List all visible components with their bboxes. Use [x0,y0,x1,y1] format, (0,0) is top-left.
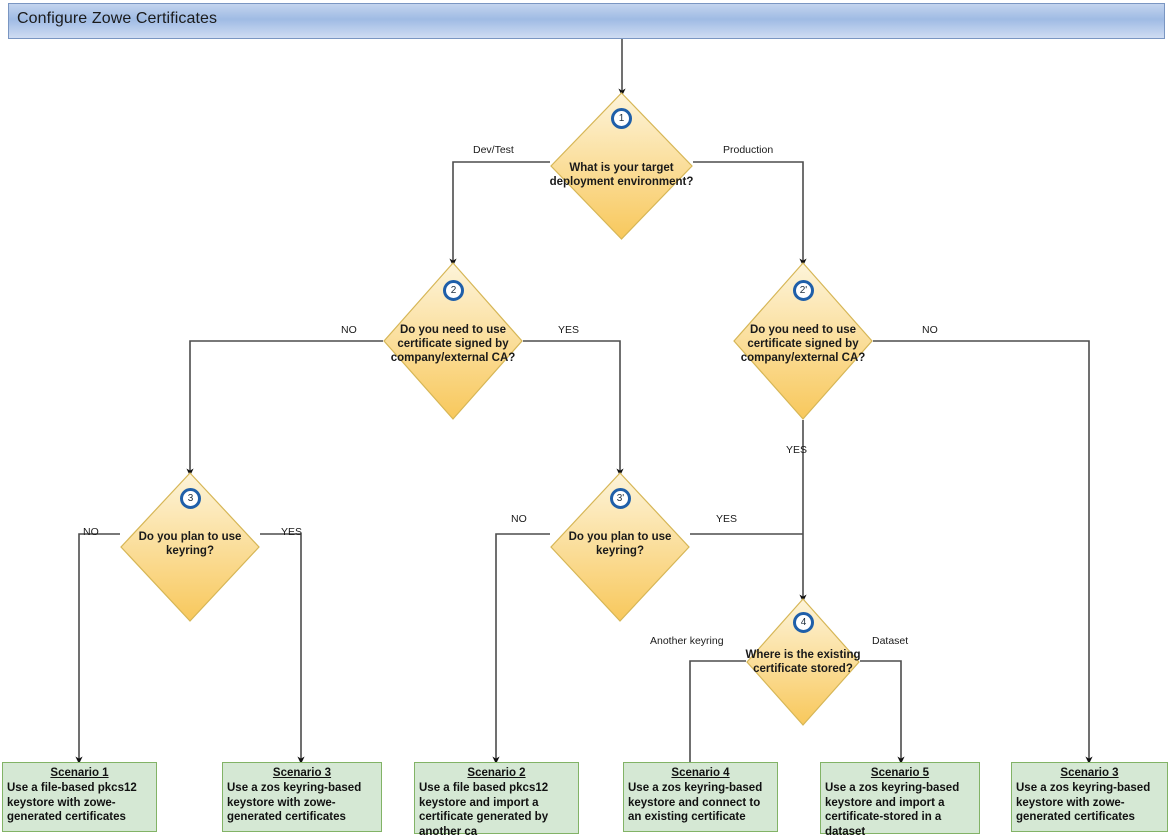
diamond-shape [550,92,693,240]
decision-use-keyring-devtest[interactable]: 3 Do you plan to use keyring? [120,472,260,622]
scenario-body: Use a file based pkcs12 keystore and imp… [419,782,549,838]
step-badge: 4 [793,612,814,633]
diamond-shape [746,598,860,726]
scenario-title: Scenario 1 [50,767,109,779]
step-badge: 1 [611,108,632,129]
scenario-body: Use a zos keyring-based keystore and imp… [825,782,960,838]
edge-label-dev-test: Dev/Test [473,144,514,156]
scenario-body: Use a zos keyring-based keystore with zo… [227,782,362,823]
step-badge: 2' [793,280,814,301]
step-badge: 2 [443,280,464,301]
scenario-box-5[interactable]: Scenario 5 Use a zos keyring-based keyst… [820,762,980,838]
scenario-title: Scenario 4 [671,767,730,779]
edge-label-d3p-yes: YES [716,513,738,525]
scenario-title: Scenario 5 [870,767,930,779]
scenario-box-2[interactable]: Scenario 2 Use a file based pkcs12 keyst… [414,762,579,838]
scenario-box-4[interactable]: Scenario 4 Use a zos keyring-based keyst… [623,762,778,832]
decision-existing-certificate-location[interactable]: 4 Where is the existing certificate stor… [745,598,861,726]
scenario-body: Use a zos keyring-based keystore with zo… [1016,782,1151,823]
edge-label-d3-yes: YES [281,526,303,538]
edge-label-d2p-no: NO [922,324,938,336]
diamond-shape [120,472,260,622]
edge-label-d2p-yes: YES [786,444,808,456]
decision-target-environment[interactable]: 1 What is your target deployment environ… [550,92,693,240]
edge-label-production: Production [723,144,774,156]
scenario-body: Use a zos keyring-based keystore and con… [628,782,763,823]
decision-use-keyring-production[interactable]: 3' Do you plan to use keyring? [550,472,690,622]
scenario-title: Scenario 3 [272,767,332,779]
diamond-shape [733,262,873,420]
scenario-box-3a[interactable]: Scenario 3 Use a zos keyring-based keyst… [222,762,382,832]
title-bar: Configure Zowe Certificates [8,3,1165,39]
edge-label-d2-no: NO [341,324,357,336]
edge-label-dataset: Dataset [872,635,909,647]
scenario-title: Scenario 2 [467,767,526,779]
scenario-box-3b[interactable]: Scenario 3 Use a zos keyring-based keyst… [1011,762,1168,832]
step-badge: 3' [610,488,631,509]
edge-label-d3p-no: NO [511,513,527,525]
decision-external-ca-devtest[interactable]: 2 Do you need to use certificate signed … [383,262,523,420]
diamond-shape [383,262,523,420]
edge-label-d3-no: NO [83,526,99,538]
scenario-box-1[interactable]: Scenario 1 Use a file-based pkcs12 keyst… [2,762,157,832]
decision-external-ca-production[interactable]: 2' Do you need to use certificate signed… [733,262,873,420]
diamond-shape [550,472,690,622]
scenario-title: Scenario 3 [1060,767,1119,779]
page-title: Configure Zowe Certificates [17,10,218,27]
step-badge: 3 [180,488,201,509]
edge-label-another-keyring: Another keyring [650,635,724,647]
edge-label-d2-yes: YES [558,324,580,336]
scenario-body: Use a file-based pkcs12 keystore with zo… [7,782,137,823]
